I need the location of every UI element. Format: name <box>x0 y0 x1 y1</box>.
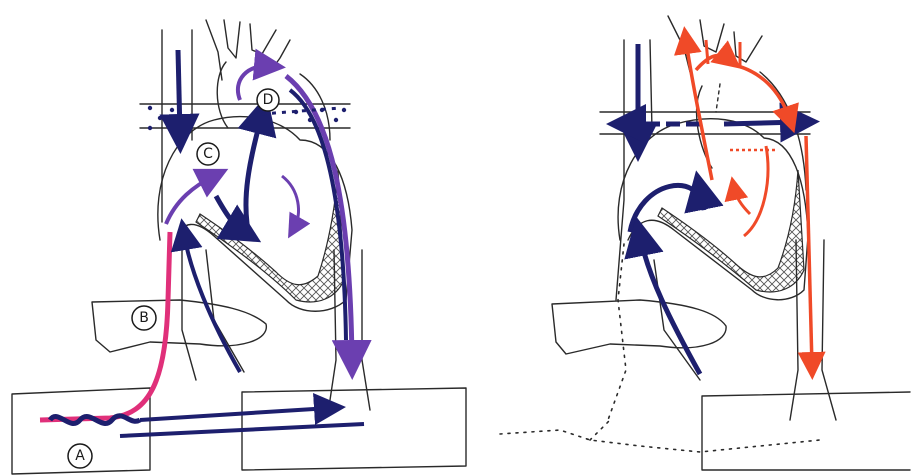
left-svc-flow <box>178 50 180 134</box>
right-la-flow <box>744 146 768 236</box>
left-umbilical-artery-upper <box>140 408 330 420</box>
left-umbilical-coil <box>50 416 140 424</box>
left-liver-outline <box>92 300 266 352</box>
svg-text:B: B <box>139 310 149 326</box>
right-ivc-flow <box>640 236 700 374</box>
right-ligament-dotted-3 <box>590 420 610 440</box>
right-ligament-dotted-2 <box>500 430 820 452</box>
left-rv-flow <box>216 196 244 232</box>
right-ligament-dotted-1 <box>608 244 626 420</box>
postnatal-circulation-panel <box>500 16 910 470</box>
right-liver-outline <box>552 300 726 354</box>
left-pulmonary-trunk-flow <box>246 114 262 240</box>
left-foramen-flow <box>166 176 214 224</box>
left-great-vessels <box>206 20 330 140</box>
right-carotid-flow <box>696 55 730 70</box>
fetal-circulation-panel: A B C D <box>12 20 466 474</box>
left-septum-mesh <box>196 170 344 302</box>
right-lv-flow <box>734 188 750 214</box>
right-lower-box <box>702 392 910 470</box>
svg-text:A: A <box>75 448 85 464</box>
left-la-flow <box>282 176 298 228</box>
right-pulmonary-artery-right-flow <box>724 122 800 124</box>
right-great-vessels <box>668 16 806 190</box>
svg-text:C: C <box>203 146 213 162</box>
label-a: A <box>68 444 92 468</box>
label-b: B <box>132 306 156 330</box>
label-c: C <box>197 143 219 165</box>
svg-text:D: D <box>263 92 274 108</box>
left-descending-aorta-flow <box>286 76 352 360</box>
label-d: D <box>257 89 279 111</box>
